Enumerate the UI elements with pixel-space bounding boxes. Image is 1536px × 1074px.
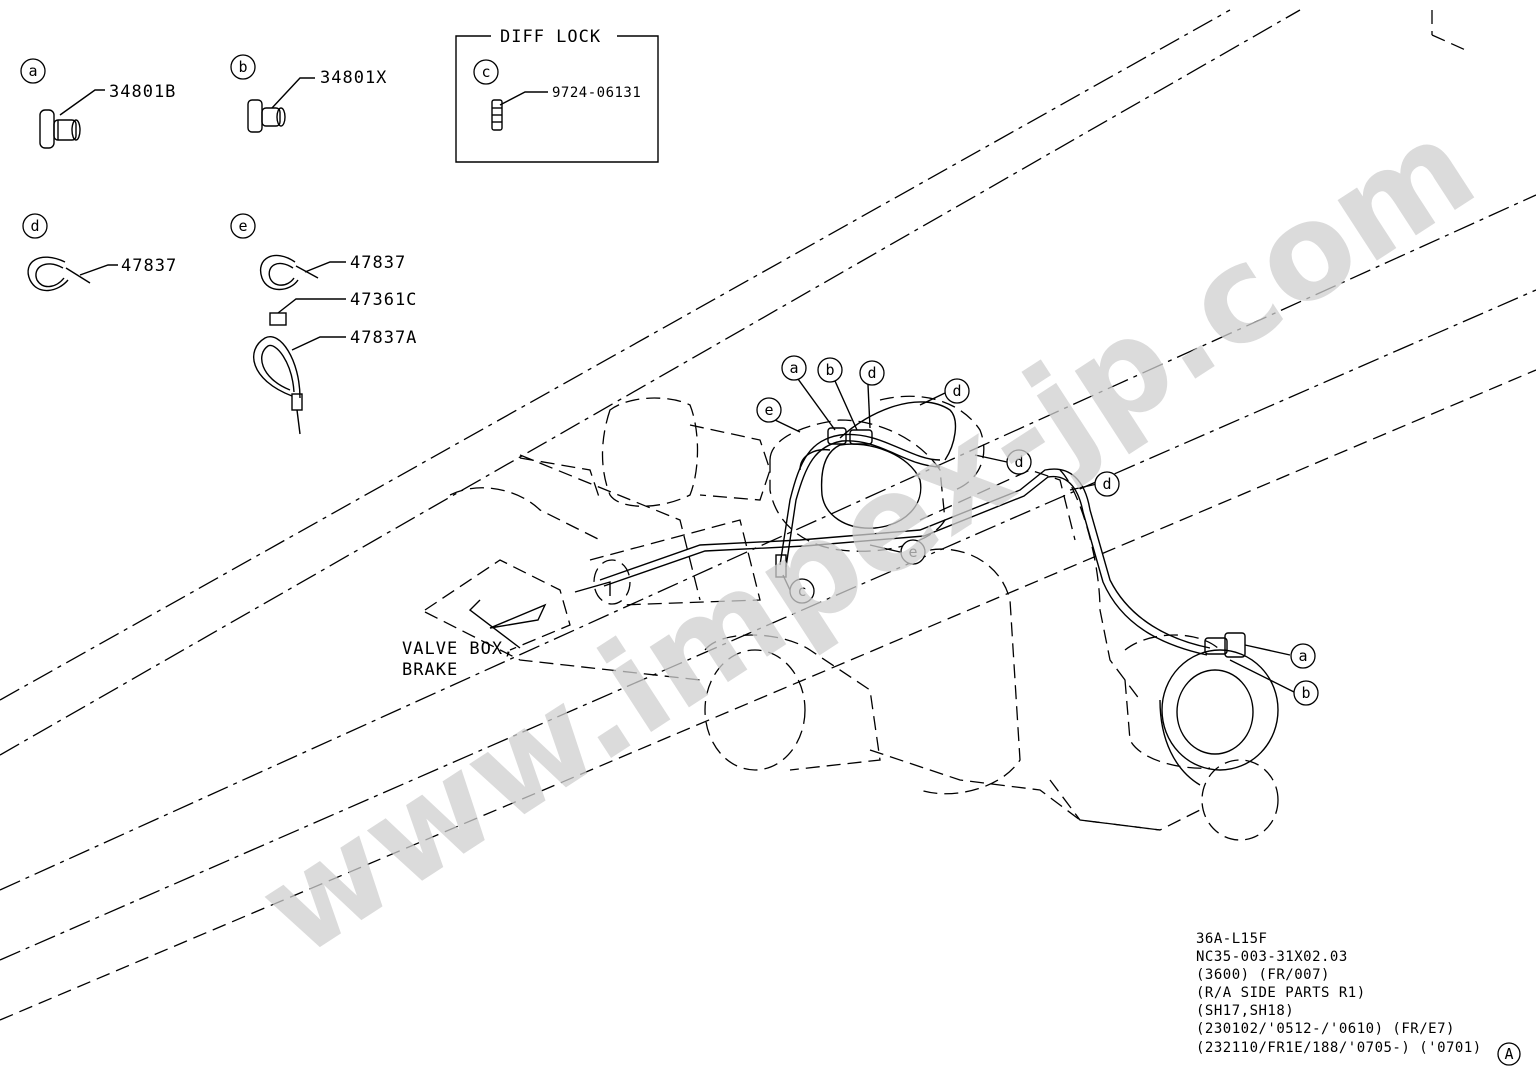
label-brake: BRAKE (402, 660, 458, 680)
svg-text:d: d (867, 364, 876, 382)
cable-tie-large-icon (253, 336, 303, 435)
callout-b-icon (230, 54, 256, 80)
frame-lines (0, 9, 1536, 1021)
callout-e-mid (900, 539, 926, 565)
callout-e-front (756, 397, 782, 423)
diff-lock-title: DIFF LOCK (500, 27, 601, 47)
diff-lock-fitting-c (775, 554, 787, 578)
callout-d-front-2 (944, 378, 970, 404)
ref-line-3: (3600) (FR/007) (1196, 967, 1330, 983)
nipple-fitting-icon (491, 99, 503, 131)
callout-e-icon (230, 213, 256, 239)
callout-d-rear (1094, 471, 1120, 497)
callout-c-diagram (789, 578, 815, 604)
legend-b: b 34801X (230, 54, 387, 133)
legend-b-part: 34801X (320, 68, 387, 88)
elbow-fitting-icon (247, 99, 286, 133)
legend-c-part: 9724-06131 (552, 85, 641, 101)
callout-a-rear (1290, 643, 1316, 669)
svg-text:d: d (1102, 475, 1111, 493)
ref-line-5: (SH17,SH18) (1196, 1003, 1294, 1019)
fitting-b-rear (1204, 637, 1228, 655)
watermark: www.impex-jp.com (234, 89, 1501, 986)
legend-d-key: d (30, 217, 39, 235)
callout-d-front-1 (859, 360, 885, 386)
ref-line-7: (232110/FR1E/188/'0705-) ('0701) (1196, 1040, 1482, 1056)
svg-text:d: d (1014, 453, 1023, 471)
callout-a-icon (20, 58, 46, 84)
legend-e: e 47837 47361C 47837A (230, 213, 417, 435)
diagram-callouts: a b d d e d d e c a b (756, 355, 1319, 706)
valve-box-label: VALVE BOX, BRAKE (402, 639, 514, 680)
ref-line-4: (R/A SIDE PARTS R1) (1196, 985, 1366, 1001)
callout-d-mid (1006, 449, 1032, 475)
fitting-a-front (827, 427, 847, 445)
legend-b-key: b (238, 58, 247, 76)
svg-text:b: b (1301, 684, 1310, 702)
tie-mount-icon (269, 312, 287, 326)
hose-routing (489, 401, 1246, 658)
union-fitting-icon (39, 109, 81, 149)
legend-a-key: a (28, 62, 37, 80)
legend-a-part: 34801B (109, 82, 176, 102)
callout-a-front (781, 355, 807, 381)
legend-e-part-1: 47837 (350, 253, 406, 273)
svg-text:e: e (908, 543, 917, 561)
label-valve-box: VALVE BOX, (402, 639, 514, 659)
cable-tie-small-icon (259, 254, 319, 291)
ref-line-6: (230102/'0512-/'0610) (FR/E7) (1196, 1021, 1455, 1037)
legend-e-part-3: 47837A (350, 328, 417, 348)
legend-d-part: 47837 (121, 256, 177, 276)
svg-text:a: a (1298, 647, 1307, 665)
legend-e-part-2: 47361C (350, 290, 417, 310)
legend-e-key: e (238, 217, 247, 235)
reference-block: 36A-L15F NC35-003-31X02.03 (3600) (FR/00… (1196, 931, 1521, 1066)
callout-leaders (468, 378, 1295, 693)
legend-c-key: c (481, 63, 490, 81)
fitting-a-rear (1224, 632, 1246, 658)
svg-text:d: d (952, 382, 961, 400)
svg-text:b: b (825, 361, 834, 379)
sheet-marker-icon (1497, 1042, 1521, 1066)
fitting-b-front (849, 429, 873, 445)
ref-line-1: 36A-L15F (1196, 931, 1267, 947)
svg-text:c: c (797, 582, 806, 600)
sheet-marker: A (1504, 1045, 1513, 1063)
callout-b-front (817, 357, 843, 383)
callout-d-icon (22, 213, 48, 239)
ref-line-2: NC35-003-31X02.03 (1196, 949, 1348, 965)
cable-tie-icon (27, 256, 91, 292)
legend-d: d 47837 (22, 213, 177, 292)
svg-text:e: e (764, 401, 773, 419)
svg-text:a: a (789, 359, 798, 377)
legend-a: a 34801B (20, 58, 176, 149)
callout-b-rear (1293, 680, 1319, 706)
diff-lock-box: DIFF LOCK c 9724-06131 (455, 27, 659, 163)
callout-c-icon (473, 59, 499, 85)
